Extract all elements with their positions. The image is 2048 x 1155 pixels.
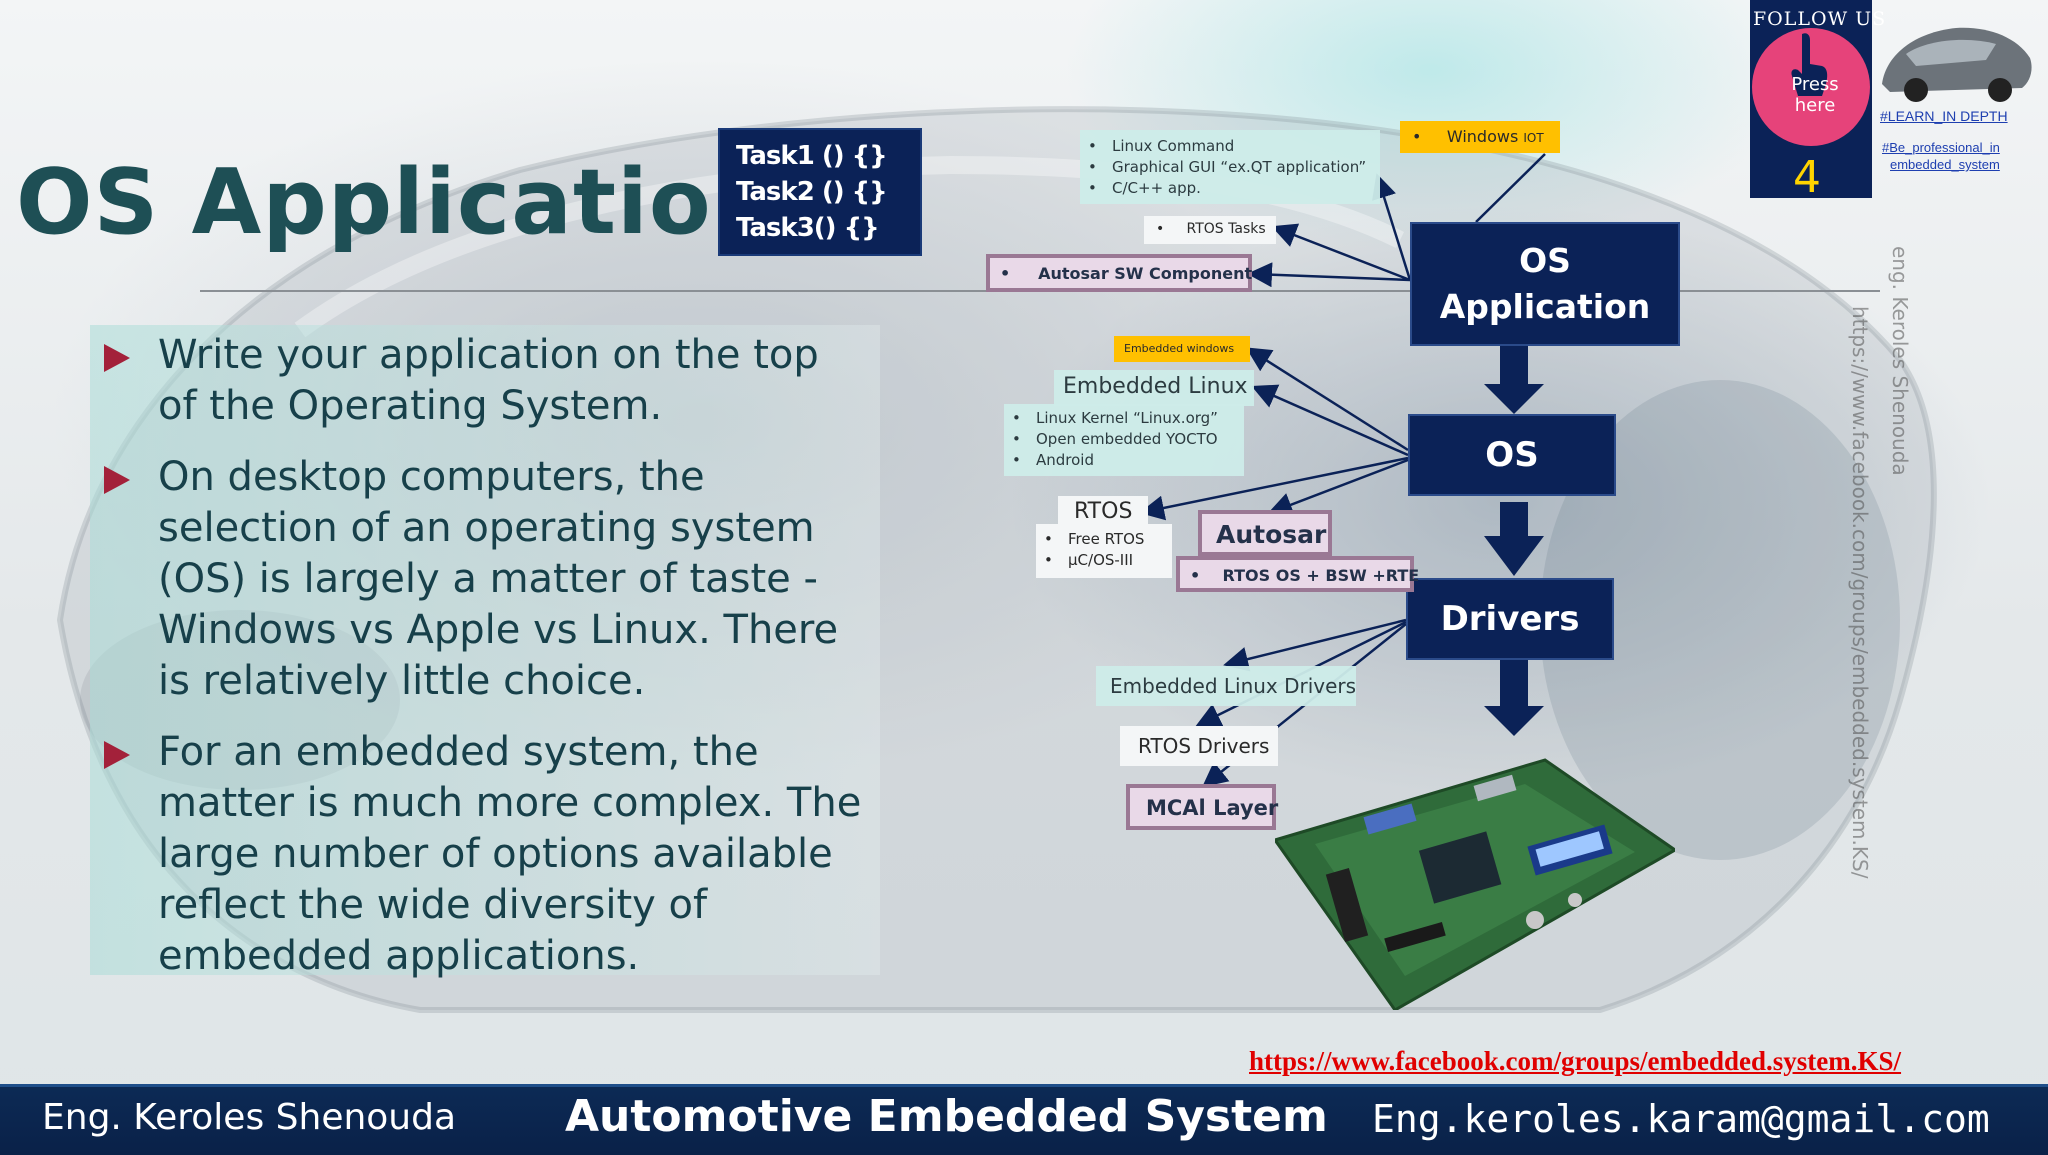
follow-us-label: FOLLOW US	[1753, 8, 1887, 30]
embedded-linux-box: Embedded Linux	[1054, 370, 1254, 406]
bullet-text: On desktop computers, the selection of a…	[158, 454, 839, 704]
footer-email: Eng.keroles.karam@gmail.com	[1372, 1097, 1990, 1141]
bullet-item: Write your application on the top of the…	[100, 330, 870, 432]
rtos-tasks-label: RTOS Tasks	[1186, 221, 1266, 237]
bullet-item: For an embedded system, the matter is mu…	[100, 727, 870, 982]
list-item: Linux Kernel “Linux.org”	[1004, 408, 1244, 429]
bullet-text: Write your application on the top of the…	[158, 332, 819, 429]
list-item: Android	[1004, 450, 1244, 471]
bullet-text: For an embedded system, the matter is mu…	[158, 729, 862, 979]
autosar-sw-component-label: Autosar SW Component	[1038, 264, 1253, 283]
windows-iot-suffix: IOT	[1523, 131, 1544, 145]
app-linux-items: Linux Command Graphical GUI “ex.QT appli…	[1080, 130, 1380, 204]
drivers-layer: Drivers	[1406, 578, 1614, 660]
rtos-items: Free RTOS µC/OS-III	[1036, 524, 1172, 578]
pointing-hand-icon	[1791, 33, 1828, 96]
bullet-arrow-icon	[104, 741, 130, 769]
learn-in-depth-link[interactable]: #LEARN_IN DEPTH	[1880, 108, 2008, 124]
list-item: µC/OS-III	[1036, 550, 1172, 571]
os-layer: OS	[1408, 414, 1616, 496]
bullet-arrow-icon	[104, 466, 130, 494]
footer-course-title: Automotive Embedded System	[565, 1091, 1328, 1142]
bullet-item: On desktop computers, the selection of a…	[100, 452, 870, 707]
task-line: Task2 () {}	[736, 177, 888, 207]
bullet-arrow-icon	[104, 344, 130, 372]
footer-bar: Eng. Keroles Shenouda Automotive Embedde…	[0, 1084, 2048, 1155]
layer-label: Application	[1439, 287, 1651, 326]
autosar-box: Autosar	[1198, 510, 1332, 556]
list-item: C/C++ app.	[1080, 178, 1380, 199]
autosar-detail-label: RTOS OS + BSW +RTE	[1222, 566, 1420, 585]
press-here-label: Press here	[1775, 74, 1855, 116]
mcal-layer-box: MCAl Layer	[1126, 784, 1278, 830]
embedded-windows-box: Embedded windows	[1114, 336, 1250, 362]
page-title: OS Application	[16, 150, 777, 255]
car-thumbnail-image	[1882, 27, 2032, 102]
follow-number: 4	[1793, 152, 1821, 203]
bullet-list: Write your application on the top of the…	[100, 330, 870, 1002]
list-item: Linux Command	[1080, 136, 1380, 157]
list-item: Free RTOS	[1036, 529, 1172, 550]
footer-author: Eng. Keroles Shenouda	[42, 1097, 457, 1138]
tasks-code-box: Task1 () {} Task2 () {} Task3() {}	[718, 128, 922, 256]
task-line: Task3() {}	[736, 213, 880, 243]
watermark-url: https://www.facebook.com/groups/embedded…	[1848, 306, 1872, 879]
rtos-tasks-box: • RTOS Tasks	[1144, 216, 1276, 244]
os-application-layer: OS Application	[1410, 222, 1680, 346]
windows-iot-label: Windows	[1446, 127, 1524, 146]
here-label: here	[1794, 95, 1836, 116]
autosar-sw-component-box: • Autosar SW Component	[986, 254, 1252, 292]
windows-iot-box: • Windows IOT	[1400, 121, 1560, 153]
watermark-author: eng. Keroles Shenouda	[1888, 246, 1912, 476]
bullet-panel-background	[90, 325, 880, 975]
list-item: Open embedded YOCTO	[1004, 429, 1244, 450]
rtos-drivers-box: RTOS Drivers	[1120, 726, 1278, 766]
list-item: Graphical GUI “ex.QT application”	[1080, 157, 1380, 178]
press-label: Press	[1791, 74, 1839, 95]
development-board-image	[1275, 758, 1675, 1010]
embedded-linux-drivers-box: Embedded Linux Drivers	[1096, 666, 1356, 706]
layer-label: OS	[1519, 241, 1571, 280]
embedded-linux-items: Linux Kernel “Linux.org” Open embedded Y…	[1004, 404, 1244, 476]
be-professional-link[interactable]: #Be_professional_in	[1882, 140, 2000, 155]
facebook-group-link[interactable]: https://www.facebook.com/groups/embedded…	[1249, 1046, 1902, 1076]
task-line: Task1 () {}	[736, 141, 888, 171]
autosar-detail-box: • RTOS OS + BSW +RTE	[1176, 556, 1419, 592]
embedded-system-link[interactable]: embedded_system	[1890, 157, 2000, 172]
